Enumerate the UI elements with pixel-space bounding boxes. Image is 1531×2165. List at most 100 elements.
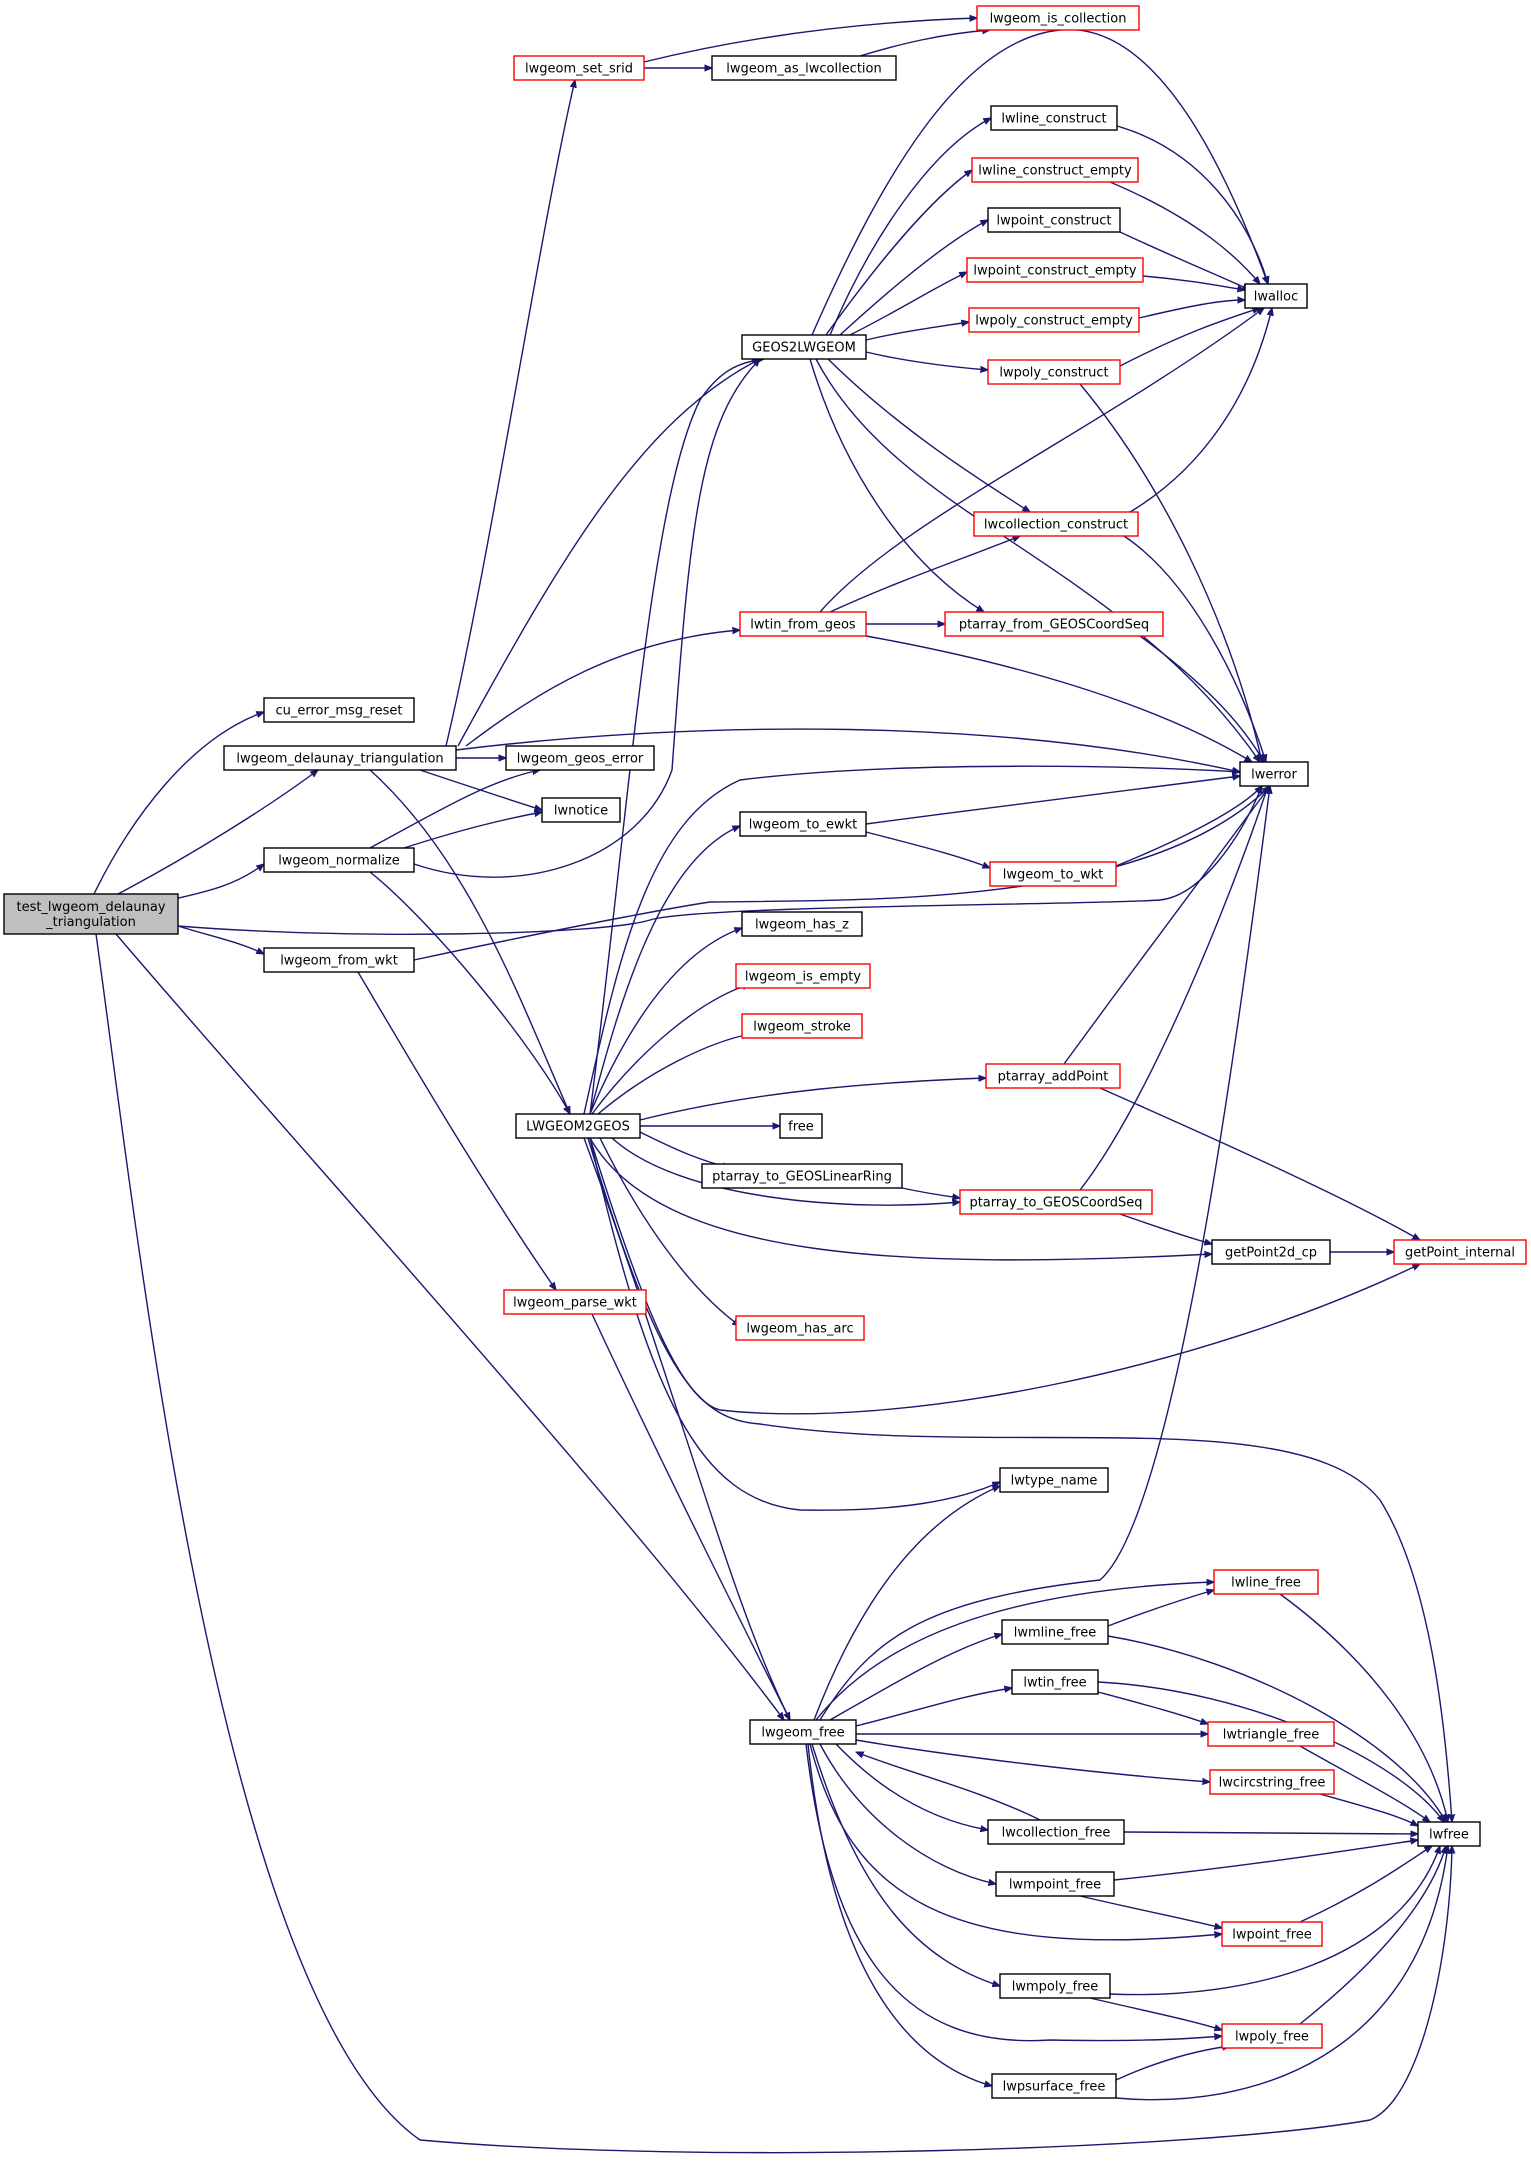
node-label: ptarray_addPoint (998, 1070, 1109, 1085)
node-lwalloc[interactable]: lwalloc (1244, 283, 1308, 309)
edge-LWGEOM2GEOS-to-lwgeom_has_z (589, 928, 742, 1115)
node-label: lwgeom_normalize (278, 854, 400, 869)
edge-LWGEOM2GEOS-to-ptarray_to_GEOSCoordSeq (611, 1137, 960, 1205)
node-lwgeom-normalize[interactable]: lwgeom_normalize (263, 847, 415, 873)
node-lwline-free[interactable]: lwline_free (1213, 1569, 1319, 1595)
node-lwmpoint-free[interactable]: lwmpoint_free (995, 1871, 1115, 1897)
node-label: lwpoly_free (1235, 2030, 1309, 2045)
node-ptarray-addpoint[interactable]: ptarray_addPoint (985, 1063, 1121, 1089)
node-free[interactable]: free (779, 1113, 823, 1139)
edge-ptarray_to_GEOSCoordSeq-to-getPoint2d_cp (1119, 1213, 1212, 1244)
node-lwgeom-has-z[interactable]: lwgeom_has_z (741, 911, 863, 937)
node-label: lwgeom_from_wkt (280, 954, 398, 969)
node-lwmline-free[interactable]: lwmline_free (1001, 1619, 1109, 1645)
node-box (990, 105, 1118, 131)
edge-GEOS2LWGEOM-to-lwerror (815, 358, 1260, 762)
node-label: _triangulation (45, 915, 136, 930)
node-lwfree[interactable]: lwfree (1417, 1821, 1481, 1847)
node-box (263, 847, 415, 873)
node-lwgeom-to-ewkt[interactable]: lwgeom_to_ewkt (739, 811, 867, 837)
edge-LWGEOM2GEOS-to-lwfree (587, 1137, 1452, 1822)
edge-lwgeom_delaunay_triangulation-to-lwerror (455, 728, 1240, 772)
node-lwgeom-is-empty[interactable]: lwgeom_is_empty (735, 963, 871, 989)
node-cu-error-msg-reset[interactable]: cu_error_msg_reset (263, 697, 415, 723)
edge-lwline_construct-to-lwalloc (1116, 125, 1268, 284)
node-lwpoly-construct[interactable]: lwpoly_construct (987, 359, 1121, 385)
node-lwgeom-stroke[interactable]: lwgeom_stroke (741, 1013, 863, 1039)
edge-ptarray_to_GEOSLinearRing-to-ptarray_to_GEOSCoordSeq (901, 1187, 960, 1198)
node-lwgeom-parse-wkt[interactable]: lwgeom_parse_wkt (503, 1289, 647, 1315)
edge-GEOS2LWGEOM-to-lwpoly_construct (865, 351, 988, 370)
node-box (741, 334, 867, 360)
node-lwpoint-construct-empty[interactable]: lwpoint_construct_empty (966, 257, 1144, 283)
node-label: lwtype_name (1011, 1474, 1098, 1489)
node-box (999, 1467, 1109, 1493)
edge-lwcollection_free-to-lwfree (1123, 1832, 1418, 1834)
edge-lwmpoly_free-to-lwpoly_free (1089, 1997, 1222, 2030)
edge-ptarray_addPoint-to-lwerror (1063, 786, 1270, 1065)
node-lwtin-from-geos[interactable]: lwtin_from_geos (739, 611, 867, 637)
node-lwcollection-free[interactable]: lwcollection_free (987, 1819, 1125, 1845)
node-ptarray-to-geoscoordseq[interactable]: ptarray_to_GEOSCoordSeq (959, 1189, 1153, 1215)
node-lwnotice[interactable]: lwnotice (541, 797, 621, 823)
node-lwcircstring-free[interactable]: lwcircstring_free (1209, 1769, 1335, 1795)
edge-lwmline_free-to-lwfree (1107, 1635, 1446, 1822)
node-label: lwcollection_construct (984, 518, 1128, 533)
node-lwtin-free[interactable]: lwtin_free (1011, 1669, 1099, 1695)
node-lwpsurface-free[interactable]: lwpsurface_free (991, 2073, 1117, 2099)
node-lwgeom-is-collection[interactable]: lwgeom_is_collection (976, 5, 1140, 31)
node-lwcollection-construct[interactable]: lwcollection_construct (973, 511, 1139, 537)
edge-lwgeom_free-to-lwtype_name (813, 1485, 1000, 1721)
edge-LWGEOM2GEOS-to-lwgeom_is_empty (591, 984, 750, 1115)
edge-LWGEOM2GEOS-to-lwerror (583, 765, 1240, 1115)
node-box (701, 1163, 903, 1189)
edge-lwgeom_delaunay_triangulation-to-lwnotice (419, 769, 542, 810)
node-box (223, 745, 457, 771)
node-lwgeom-to-wkt[interactable]: lwgeom_to_wkt (989, 861, 1117, 887)
node-box (995, 1871, 1115, 1897)
call-nodes: test_lwgeom_delaunay_triangulation cu_err… (3, 5, 1527, 2099)
edge-ptarray_addPoint-to-getPoint_internal (1099, 1087, 1420, 1240)
node-lwgeom-geos-error[interactable]: lwgeom_geos_error (505, 745, 655, 771)
node-lwgeom-delaunay-triangulation[interactable]: lwgeom_delaunay_triangulation (223, 745, 457, 771)
node-lwerror[interactable]: lwerror (1239, 761, 1309, 787)
edge-ptarray_to_GEOSCoordSeq-to-lwerror (1079, 786, 1268, 1191)
node-getpoint2d-cp[interactable]: getPoint2d_cp (1211, 1239, 1331, 1265)
node-lwgeom-has-arc[interactable]: lwgeom_has_arc (735, 1315, 865, 1341)
node-getpoint-internal[interactable]: getPoint_internal (1393, 1239, 1527, 1265)
node-lwgeom2geos[interactable]: LWGEOM2GEOS (515, 1113, 641, 1139)
node-ptarray-to-geoslinearring[interactable]: ptarray_to_GEOSLinearRing (701, 1163, 903, 1189)
node-label: ptarray_to_GEOSLinearRing (712, 1170, 892, 1185)
node-box (987, 1819, 1125, 1845)
node-lwgeom-as-lwcollection[interactable]: lwgeom_as_lwcollection (711, 55, 897, 81)
edge-lwgeom_delaunay_triangulation-to-lwtin_from_geos (465, 630, 740, 747)
node-label: lwgeom_is_collection (990, 12, 1127, 27)
node-lwpoint-construct[interactable]: lwpoint_construct (987, 207, 1121, 233)
node-lwmpoly-free[interactable]: lwmpoly_free (999, 1973, 1111, 1999)
node-box (735, 963, 871, 989)
node-lwpoly-construct-empty[interactable]: lwpoly_construct_empty (968, 307, 1140, 333)
node-box (779, 1113, 823, 1139)
edge-GEOS2LWGEOM-to-lwpoly_construct_empty (865, 322, 969, 341)
node-lwline-construct-empty[interactable]: lwline_construct_empty (971, 157, 1139, 183)
node-lwgeom-set-srid[interactable]: lwgeom_set_srid (513, 55, 645, 81)
call-edges (93, 18, 1452, 2154)
node-box (735, 1315, 865, 1341)
node-lwgeom-free[interactable]: lwgeom_free (749, 1719, 857, 1745)
node-lwpoly-free[interactable]: lwpoly_free (1221, 2023, 1323, 2049)
node-lwpoint-free[interactable]: lwpoint_free (1221, 1921, 1323, 1947)
node-lwgeom-from-wkt[interactable]: lwgeom_from_wkt (263, 947, 415, 973)
node-lwtype-name[interactable]: lwtype_name (999, 1467, 1109, 1493)
node-geos2lwgeom[interactable]: GEOS2LWGEOM (741, 334, 867, 360)
node-lwline-construct[interactable]: lwline_construct (990, 105, 1118, 131)
node-label: lwnotice (554, 804, 608, 819)
node-label: lwpoly_construct_empty (975, 314, 1133, 329)
node-label: lwalloc (1254, 290, 1299, 305)
node-label: getPoint_internal (1405, 1246, 1515, 1261)
node-lwtriangle-free[interactable]: lwtriangle_free (1207, 1721, 1335, 1747)
node-ptarray-from-geoscoordseq[interactable]: ptarray_from_GEOSCoordSeq (944, 611, 1164, 637)
node-label: lwgeom_as_lwcollection (726, 62, 881, 77)
edge-GEOS2LWGEOM-to-lwline_construct (829, 118, 991, 336)
node-root[interactable]: test_lwgeom_delaunay_triangulation (3, 893, 179, 935)
